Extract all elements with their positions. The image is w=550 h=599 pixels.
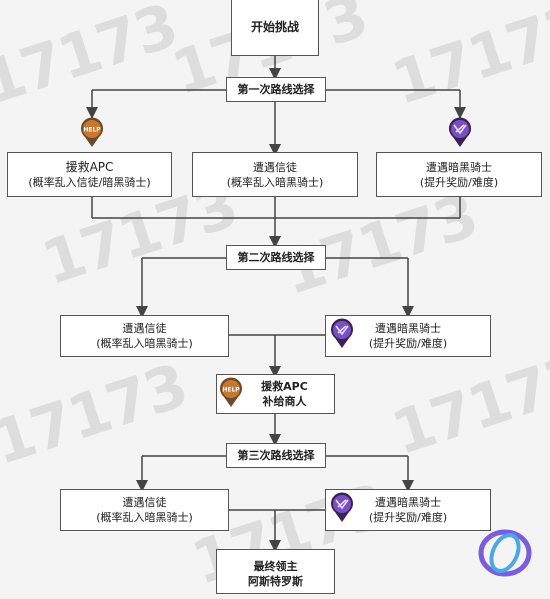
node-note: (概率乱入暗黑骑士) xyxy=(226,175,324,189)
route-choice-label: 第二次路线选择 xyxy=(237,251,315,264)
brand-logo-icon xyxy=(478,529,532,577)
stage3-cultist-node: 遭遇信徒 (概率乱入暗黑骑士) xyxy=(60,489,229,531)
stage2-dark-knight-node: 遭遇暗黑骑士 (提升奖励/难度) xyxy=(325,315,491,357)
node-note: (提升奖励/难度) xyxy=(368,337,448,350)
boss-title: 最终领主 xyxy=(253,560,298,573)
start-label: 开始挑战 xyxy=(250,19,299,34)
route-choice-label: 第一次路线选择 xyxy=(237,83,315,96)
route-choice-label: 第三次路线选择 xyxy=(237,449,315,462)
dark-knight-icon xyxy=(331,318,353,348)
node-note: (概率乱入信徒/暗黑骑士) xyxy=(28,175,151,189)
dark-knight-icon xyxy=(449,117,471,147)
node-title: 遭遇暗黑骑士 xyxy=(375,496,441,509)
stage1-dark-knight-node: 遭遇暗黑骑士 (提升奖励/难度) xyxy=(376,152,542,197)
node-note: (概率乱入暗黑骑士) xyxy=(96,511,193,524)
node-note: (提升奖励/难度) xyxy=(419,175,499,189)
stage1-cultist-node: 遭遇信徒 (概率乱入暗黑骑士) xyxy=(192,152,358,197)
stage1-rescue-node: 援救APC (概率乱入信徒/暗黑骑士) xyxy=(7,152,172,197)
node-title: 遭遇暗黑骑士 xyxy=(426,160,492,174)
node-note: 补给商人 xyxy=(262,395,307,408)
node-title: 遭遇信徒 xyxy=(122,322,167,335)
node-title: 遭遇信徒 xyxy=(122,496,167,509)
start-node: 开始挑战 xyxy=(231,0,319,56)
node-title: 遭遇暗黑骑士 xyxy=(375,322,441,335)
rescue-merchant-node: 援救APC 补给商人 xyxy=(216,374,335,414)
node-title: 援救APC xyxy=(261,380,308,393)
node-note: (概率乱入暗黑骑士) xyxy=(96,337,193,350)
final-boss-node: 最终领主 阿斯特罗斯 xyxy=(216,549,335,594)
node-title: 遭遇信徒 xyxy=(253,160,297,174)
stage2-cultist-node: 遭遇信徒 (概率乱入暗黑骑士) xyxy=(60,315,229,357)
route-choice-2: 第二次路线选择 xyxy=(226,245,326,270)
boss-name: 阿斯特罗斯 xyxy=(248,575,303,588)
dark-knight-icon xyxy=(331,492,353,522)
svg-text:HELP: HELP xyxy=(222,387,240,394)
route-choice-1: 第一次路线选择 xyxy=(226,77,326,102)
node-note: (提升奖励/难度) xyxy=(368,511,448,524)
stage3-dark-knight-node: 遭遇暗黑骑士 (提升奖励/难度) xyxy=(325,489,491,531)
node-title: 援救APC xyxy=(65,159,114,174)
route-choice-3: 第三次路线选择 xyxy=(226,443,326,468)
svg-text:HELP: HELP xyxy=(83,127,101,134)
help-icon: HELP xyxy=(220,377,242,407)
help-icon: HELP xyxy=(81,117,103,147)
